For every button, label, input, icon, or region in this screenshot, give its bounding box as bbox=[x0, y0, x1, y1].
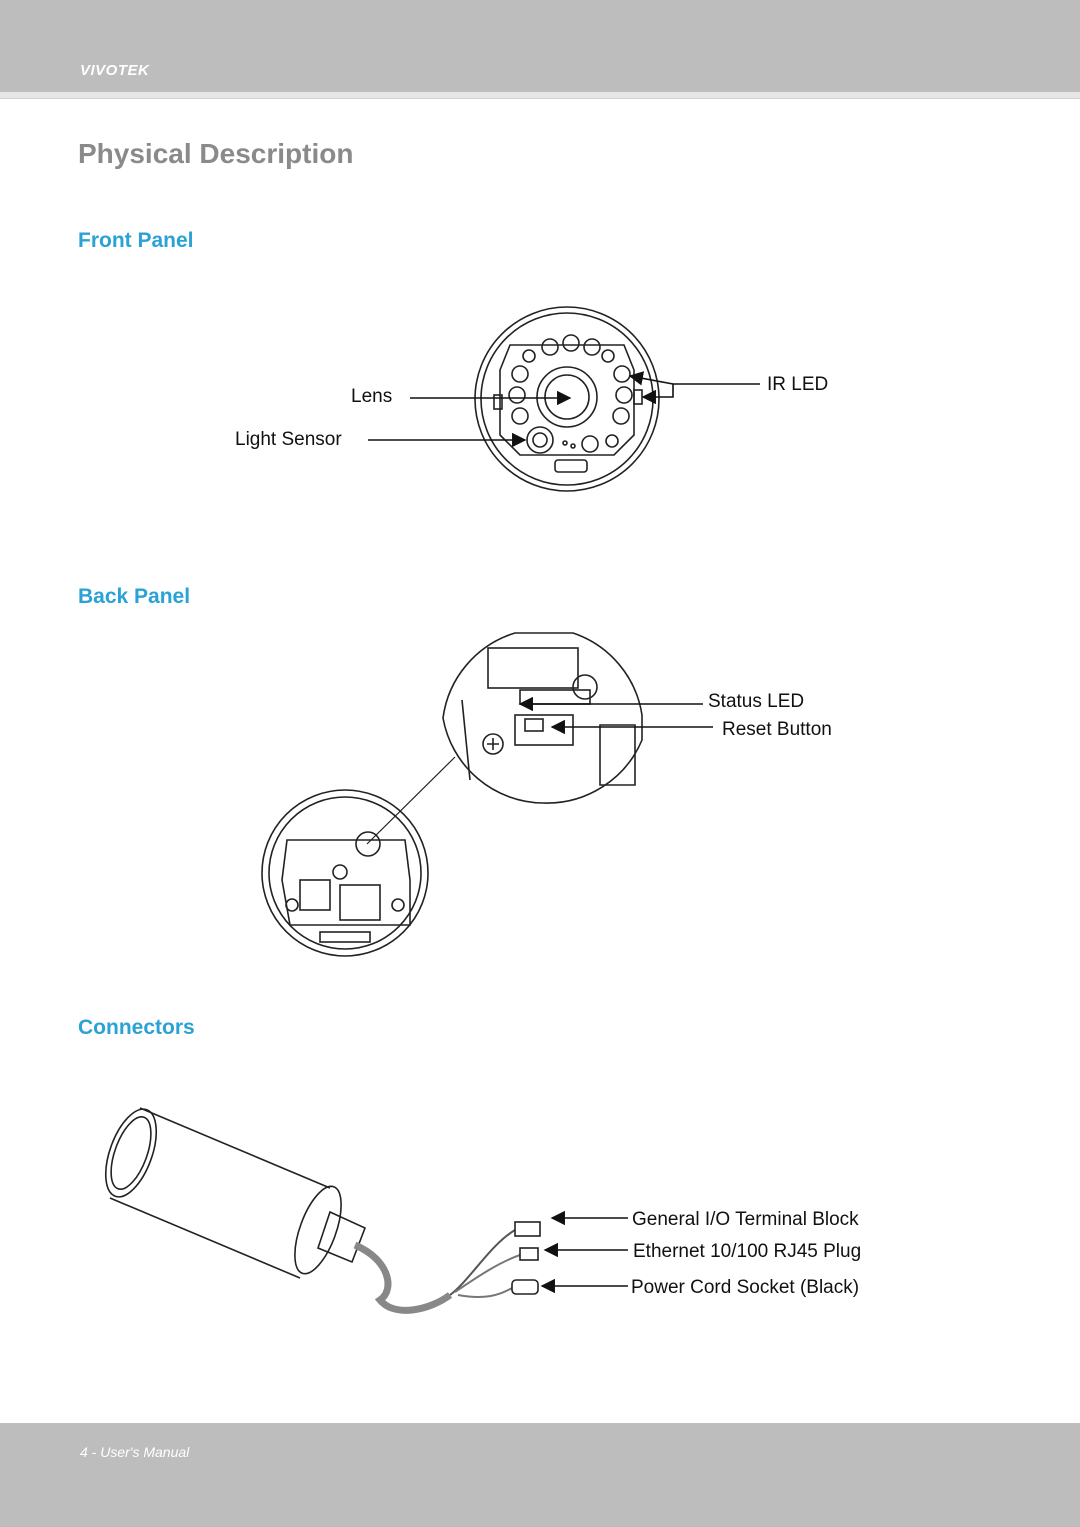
light-sensor-label: Light Sensor bbox=[235, 429, 342, 450]
reset-button-icon bbox=[514, 714, 574, 746]
footer-bar bbox=[0, 1423, 1080, 1527]
page-number: 4 - User's Manual bbox=[80, 1444, 190, 1460]
brand-logo: VIVOTEK bbox=[80, 62, 150, 79]
back-panel-heading: Back Panel bbox=[78, 585, 191, 608]
reset-button-label: Reset Button bbox=[722, 719, 832, 740]
io-block-label: General I/O Terminal Block bbox=[632, 1209, 859, 1230]
ir-led-label: IR LED bbox=[767, 374, 828, 395]
ethernet-label: Ethernet 10/100 RJ45 Plug bbox=[633, 1241, 861, 1262]
power-label: Power Cord Socket (Black) bbox=[631, 1277, 859, 1298]
connectors-heading: Connectors bbox=[78, 1016, 195, 1039]
lens-label: Lens bbox=[351, 386, 392, 407]
light-sensor-icon bbox=[526, 426, 554, 454]
header-bar bbox=[0, 0, 1080, 92]
page-title: Physical Description bbox=[78, 138, 354, 169]
status-led-label: Status LED bbox=[708, 691, 804, 712]
front-panel-diagram bbox=[474, 306, 660, 492]
back-screw-icon bbox=[332, 864, 348, 880]
rj45-plug-icon bbox=[519, 1247, 539, 1261]
lens-icon bbox=[536, 366, 598, 428]
header-divider bbox=[0, 92, 1080, 99]
back-panel-diagram bbox=[261, 632, 643, 957]
terminal-block-icon bbox=[514, 1221, 541, 1237]
front-panel-heading: Front Panel bbox=[78, 229, 194, 252]
screw-icon bbox=[482, 733, 504, 755]
power-socket-icon bbox=[511, 1279, 539, 1295]
camera-body-diagram bbox=[104, 1107, 541, 1314]
